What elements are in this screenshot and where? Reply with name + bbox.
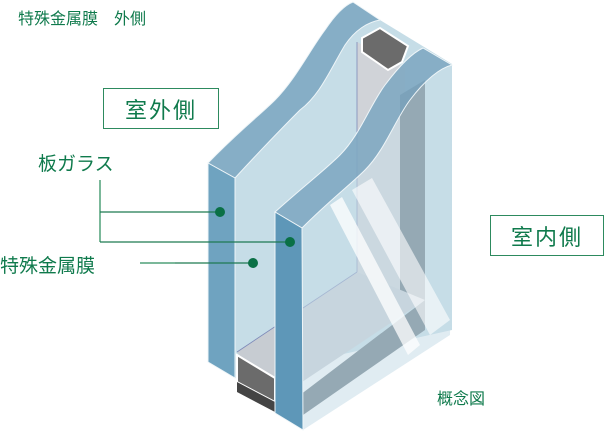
top-spacer: [361, 26, 410, 72]
film-marker-dot: [248, 258, 258, 268]
inner-pane-top-edge: [274, 47, 454, 229]
concept-caption: 概念図: [437, 389, 486, 408]
inner-pane-side-edge: [274, 211, 304, 431]
glass-marker-dot: [215, 207, 225, 217]
glass-marker-dot: [285, 237, 295, 247]
outer-pane-side-edge: [207, 162, 236, 379]
light-streak: [352, 178, 450, 335]
indoor-label-box: 室内側: [490, 215, 604, 256]
outer-pane-top-edge: [207, 1, 382, 179]
inner-glass-pane: [274, 47, 454, 431]
leader-lines: [99, 180, 290, 264]
top-caption: 特殊金属膜 外側: [18, 9, 147, 28]
sheet-glass-label: 板ガラス: [38, 153, 114, 175]
outdoor-label-box: 室外側: [103, 88, 219, 129]
light-streak: [330, 197, 420, 355]
metal-film-label: 特殊金属膜: [0, 255, 96, 277]
